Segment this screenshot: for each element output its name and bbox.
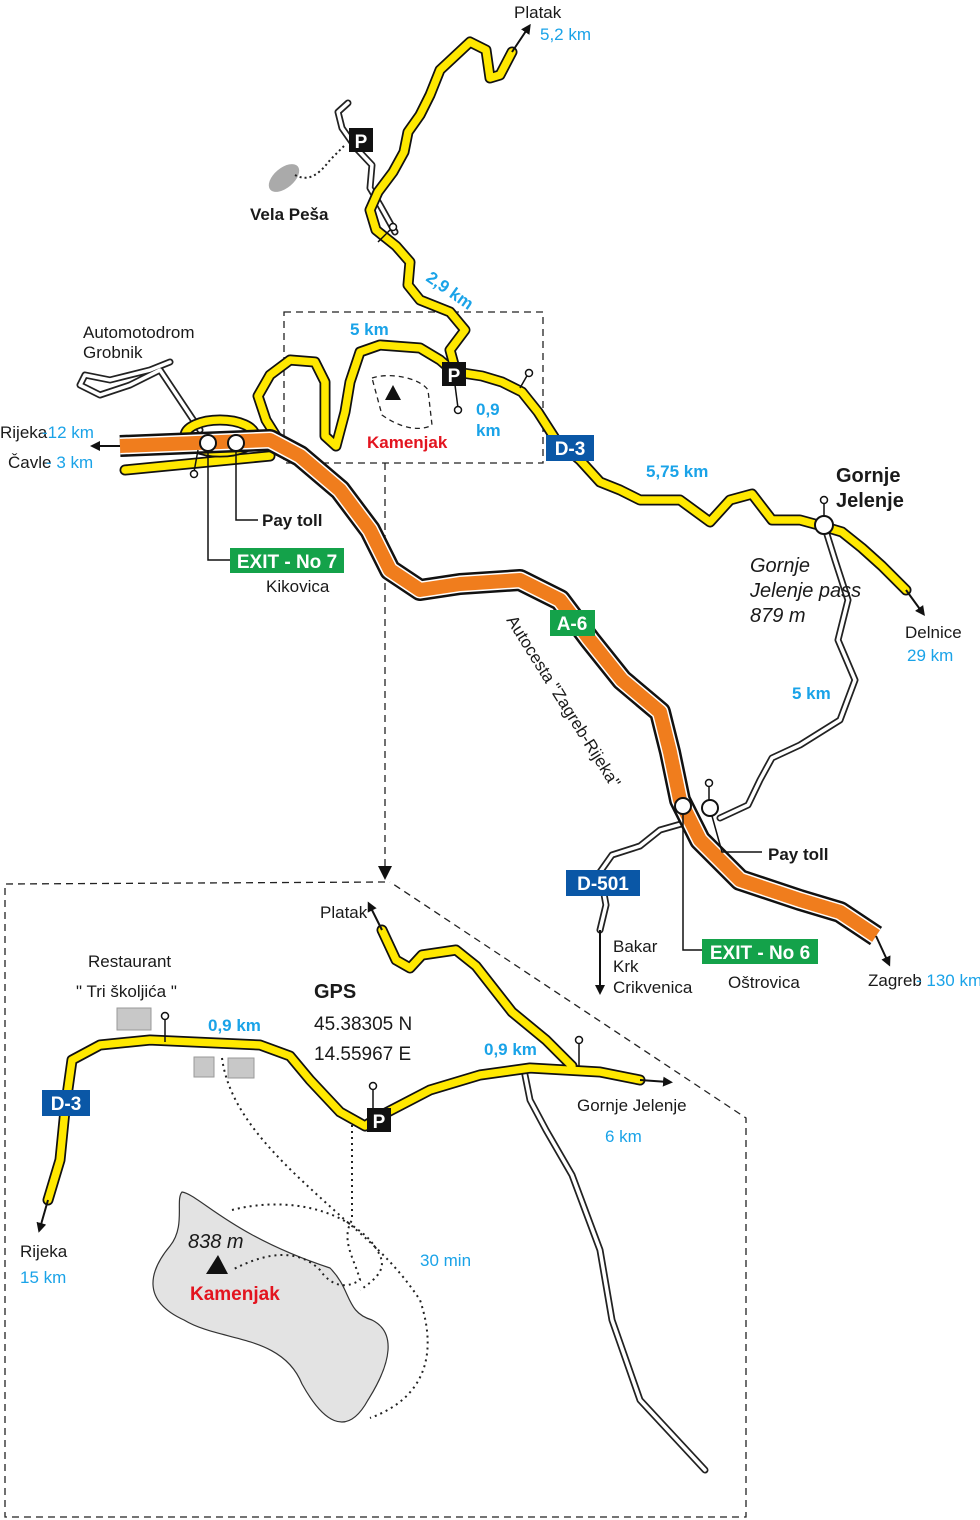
svg-text:P: P <box>373 1112 386 1133</box>
main-map-labels: Platak 5,2 km Vela Peša 2,9 km 5 km 0,9 … <box>0 3 980 997</box>
svg-text:Platak: Platak <box>320 903 368 922</box>
svg-text:0,9: 0,9 <box>476 400 500 419</box>
svg-text:879 m: 879 m <box>750 605 806 627</box>
peak-icon <box>385 385 401 400</box>
svg-text:Delnice: Delnice <box>905 623 962 642</box>
svg-text:Autocesta "Zagreb-Rijeka": Autocesta "Zagreb-Rijeka" <box>503 612 625 791</box>
parking-sign: P <box>349 128 373 153</box>
svg-text:Platak: Platak <box>514 3 562 22</box>
callout-lines <box>207 451 762 951</box>
svg-text:Jelenje: Jelenje <box>836 490 904 512</box>
svg-text:Vela Peša: Vela Peša <box>250 205 329 224</box>
svg-text:5 km: 5 km <box>792 684 831 703</box>
parking-sign: P <box>367 1108 391 1133</box>
badge-d501: D-501 <box>566 870 640 896</box>
svg-text:Crikvenica: Crikvenica <box>613 978 693 997</box>
inset-labels: Platak Restaurant " Tri školjića " GPS 4… <box>20 903 687 1305</box>
svg-text:km: km <box>476 421 501 440</box>
svg-text:-12 km: -12 km <box>42 423 94 442</box>
svg-text:EXIT - No 7: EXIT - No 7 <box>237 552 337 573</box>
svg-text:" Tri školjića ": " Tri školjića " <box>76 982 177 1001</box>
poi-pins <box>160 222 829 1110</box>
svg-text:Gornje: Gornje <box>750 555 810 577</box>
svg-text:GPS: GPS <box>314 981 356 1003</box>
svg-text:- 130 km: - 130 km <box>916 971 980 990</box>
kamenjak-massif <box>152 1191 389 1423</box>
peak-icon <box>206 1255 228 1274</box>
svg-text:EXIT - No 6: EXIT - No 6 <box>710 943 810 964</box>
svg-text:5 km: 5 km <box>350 320 389 339</box>
svg-text:D-3: D-3 <box>51 1094 82 1115</box>
svg-text:Krk: Krk <box>613 957 639 976</box>
regional-road-d3 <box>42 36 912 1206</box>
vela-pesa-lake <box>268 164 300 192</box>
svg-text:15 km: 15 km <box>20 1268 66 1287</box>
svg-text:45.38305 N: 45.38305 N <box>314 1014 412 1035</box>
hiking-trails <box>221 1057 429 1419</box>
svg-text:Bakar: Bakar <box>613 937 658 956</box>
svg-text:6 km: 6 km <box>605 1127 642 1146</box>
svg-text:Pay toll: Pay toll <box>262 511 322 530</box>
svg-text:Jelenje pass: Jelenje pass <box>749 580 861 602</box>
svg-text:30 min: 30 min <box>420 1251 471 1270</box>
svg-text:Gornje: Gornje <box>836 465 900 487</box>
svg-text:P: P <box>448 366 461 387</box>
svg-text:0,9 km: 0,9 km <box>208 1016 261 1035</box>
svg-text:Grobnik: Grobnik <box>83 343 143 362</box>
svg-text:Rijeka: Rijeka <box>20 1242 68 1261</box>
svg-text:Gornje Jelenje: Gornje Jelenje <box>577 1096 687 1115</box>
svg-text:14.55967 E: 14.55967 E <box>314 1044 411 1065</box>
badge-a6: A-6 <box>550 610 595 636</box>
svg-text:Kamenjak: Kamenjak <box>367 433 448 452</box>
svg-text:5,2 km: 5,2 km <box>540 25 591 44</box>
svg-text:5,75 km: 5,75 km <box>646 462 708 481</box>
badge-exit7: EXIT - No 7 <box>230 548 344 573</box>
svg-text:Automotodrom: Automotodrom <box>83 323 195 342</box>
svg-text:Pay toll: Pay toll <box>768 845 828 864</box>
svg-text:29 km: 29 km <box>907 646 953 665</box>
badge-d3-inset: D-3 <box>42 1090 90 1116</box>
svg-text:Čavle: Čavle <box>8 453 51 472</box>
svg-text:Restaurant: Restaurant <box>88 952 171 971</box>
svg-text:Kamenjak: Kamenjak <box>190 1284 280 1305</box>
svg-text:Oštrovica: Oštrovica <box>728 973 800 992</box>
badge-exit6: EXIT - No 6 <box>702 939 818 964</box>
svg-text:Zagreb: Zagreb <box>868 971 922 990</box>
svg-text:Rijeka: Rijeka <box>0 423 48 442</box>
svg-text:- 3 km: - 3 km <box>46 453 93 472</box>
svg-text:D-501: D-501 <box>577 874 629 895</box>
direction-arrows <box>36 23 925 1233</box>
svg-text:A-6: A-6 <box>557 614 588 635</box>
svg-text:838 m: 838 m <box>188 1231 244 1253</box>
zoom-arrow-icon <box>378 866 392 880</box>
svg-text:Kikovica: Kikovica <box>266 577 330 596</box>
svg-text:D-3: D-3 <box>555 439 586 460</box>
svg-text:P: P <box>355 132 368 153</box>
buildings <box>116 1007 255 1079</box>
svg-text:0,9 km: 0,9 km <box>484 1040 537 1059</box>
inset-frame <box>4 311 747 1518</box>
badge-d3: D-3 <box>546 435 594 461</box>
parking-sign: P <box>442 362 466 387</box>
